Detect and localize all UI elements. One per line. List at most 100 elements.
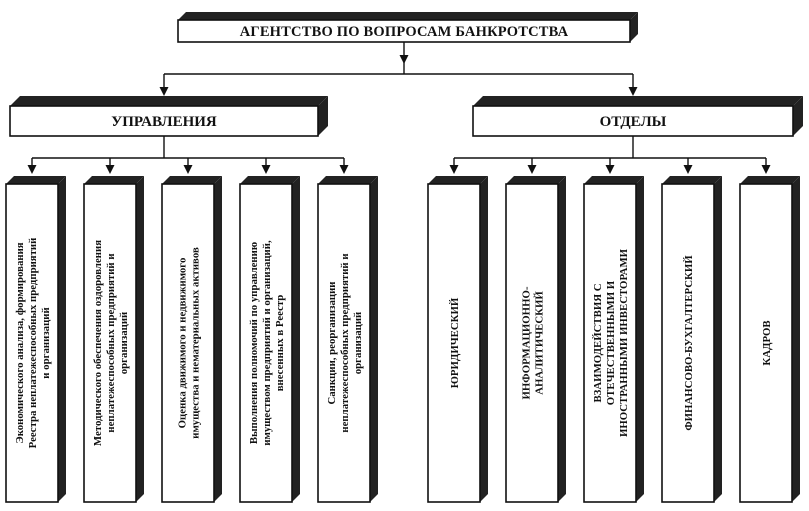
group-1-child-box-1-side-face <box>58 176 66 502</box>
group-1-child-4-line-3: внесенных в Реестр <box>274 295 286 392</box>
group-2-child-box-4-side-face <box>714 176 722 502</box>
group-label-2: ОТДЕЛЫ <box>600 114 667 130</box>
group-1-child-1-line-3: и организаций <box>40 307 52 378</box>
group-2-child-label-2: ИНФОРМАЦИОННО-АНАЛИТИЧЕСКИЙ <box>521 286 546 399</box>
group-1-child-3-line-2: имущества и нематериальных активов <box>190 247 202 439</box>
group-2-child-label-4: ФИНАНСОВО-БУХГАЛТЕРСКИЙ <box>683 255 695 431</box>
group-1-child-box-5-top-face <box>318 176 378 184</box>
group-1-child-box-5-side-face <box>370 176 378 502</box>
group-2-child-label-5: КАДРОВ <box>761 320 773 365</box>
group-2-child-box-2: ИНФОРМАЦИОННО-АНАЛИТИЧЕСКИЙ <box>505 176 566 503</box>
group-1-child-box-4: Выполнения полномочий по управлениюимуще… <box>239 176 300 503</box>
group-2-child-box-1: ЮРИДИЧЕСКИЙ <box>427 176 488 503</box>
group-2-child-box-2-side-face <box>558 176 566 502</box>
group-box-1-side-face <box>318 96 328 136</box>
group-1-child-box-3-top-face <box>162 176 222 184</box>
root-box-top-face <box>178 12 638 20</box>
group-1-child-box-1: Экономического анализа, формированияРеес… <box>5 176 66 503</box>
group-1-child-label-4: Выполнения полномочий по управлениюимуще… <box>248 240 286 446</box>
group-1-child-box-1-front <box>5 183 59 503</box>
group-2-child-box-4-top-face <box>662 176 722 184</box>
group-1-child-2-arrow <box>105 165 115 174</box>
group-1-child-box-2-top-face <box>84 176 144 184</box>
group-1-child-4-line-2: имуществом предприятий и организаций, <box>261 240 273 446</box>
group-1-child-box-5: Санкции, реорганизациинеплатежеспособных… <box>317 176 378 503</box>
group-box-2-front <box>472 105 794 137</box>
group-2-child-box-3-front <box>583 183 637 503</box>
group-2-child-box-5-side-face <box>792 176 800 502</box>
group-1-child-4-arrow <box>261 165 271 174</box>
group-1-child-label-2: Методического обеспечения оздоровленияне… <box>92 240 130 446</box>
group-2-child-box-1-top-face <box>428 176 488 184</box>
group-2-child-1-line-1: ЮРИДИЧЕСКИЙ <box>449 297 461 388</box>
group-1-child-4-line-1: Выполнения полномочий по управлению <box>248 242 260 444</box>
group-1-child-3-arrow <box>183 165 193 174</box>
group-box-2-side-face <box>793 96 803 136</box>
group-1-child-2-line-2: неплатежеспособных предприятий и <box>105 253 117 432</box>
group-box-1-top-face <box>10 96 328 106</box>
group-2-child-box-1-front <box>427 183 481 503</box>
group-2-child-box-2-front <box>505 183 559 503</box>
group-1-child-1-line-2: Реестра неплатежеспособных предприятий <box>27 238 39 449</box>
group-2-child-box-3-side-face <box>636 176 644 502</box>
group-2-child-box-1-side-face <box>480 176 488 502</box>
group-1-child-box-4-top-face <box>240 176 300 184</box>
root-stem-arrow <box>399 55 409 64</box>
group-2-child-box-3: ВЗАИМОДЕЙСТВИЯ СОТЕЧЕСТВЕННЫМИ ИИНОСТРАН… <box>583 176 644 503</box>
root-box: АГЕНТСТВО ПО ВОПРОСАМ БАНКРОТСТВА <box>177 12 638 43</box>
group-2-child-box-3-top-face <box>584 176 644 184</box>
group-2-child-3-line-1: ВЗАИМОДЕЙСТВИЯ С <box>592 283 604 402</box>
group-2-child-3-line-2: ОТЕЧЕСТВЕННЫМИ И <box>605 280 617 405</box>
group-1-child-box-4-front <box>239 183 293 503</box>
group-2-stem-arrow <box>628 87 638 96</box>
group-2-child-2-arrow <box>527 165 537 174</box>
group-2-child-label-3: ВЗАИМОДЕЙСТВИЯ СОТЕЧЕСТВЕННЫМИ ИИНОСТРАН… <box>592 248 630 437</box>
group-2-child-1-arrow <box>449 165 459 174</box>
group-1-child-2-line-1: Методического обеспечения оздоровления <box>92 240 104 446</box>
group-1-child-5-line-1: Санкции, реорганизации <box>326 281 338 404</box>
group-2-child-label-1: ЮРИДИЧЕСКИЙ <box>449 297 461 388</box>
root-label: АГЕНТСТВО ПО ВОПРОСАМ БАНКРОТСТВА <box>240 24 569 40</box>
group-1-child-2-line-3: организаций <box>118 312 130 375</box>
group-2-child-4-arrow <box>683 165 693 174</box>
group-1-child-label-1: Экономического анализа, формированияРеес… <box>14 238 52 449</box>
group-box-1: УПРАВЛЕНИЯ <box>9 96 328 137</box>
group-2-child-3-arrow <box>605 165 615 174</box>
group-1-child-box-3-front <box>161 183 215 503</box>
root-box-front <box>177 19 631 43</box>
group-1-child-1-arrow <box>27 165 37 174</box>
group-1-child-box-3-side-face <box>214 176 222 502</box>
group-1-child-box-3: Оценка движимого и недвижимогоимущества … <box>161 176 222 503</box>
group-1-child-box-2-side-face <box>136 176 144 502</box>
group-box-2-top-face <box>473 96 803 106</box>
group-2-child-2-line-1: ИНФОРМАЦИОННО- <box>521 286 533 399</box>
group-1-child-box-5-front <box>317 183 371 503</box>
group-2-child-box-4-front <box>661 183 715 503</box>
group-2-child-box-2-top-face <box>506 176 566 184</box>
boxes: АГЕНТСТВО ПО ВОПРОСАМ БАНКРОТСТВА УПРАВЛЕ… <box>5 12 803 503</box>
group-1-child-3-line-1: Оценка движимого и недвижимого <box>177 258 189 429</box>
group-2-child-3-line-3: ИНОСТРАННЫМИ ИНВЕСТОРАМИ <box>618 248 630 437</box>
group-1-child-label-3: Оценка движимого и недвижимогоимущества … <box>177 247 202 439</box>
group-2-child-box-5-top-face <box>740 176 800 184</box>
group-2-child-5-arrow <box>761 165 771 174</box>
group-2-child-5-line-1: КАДРОВ <box>761 320 773 365</box>
group-1-child-5-line-2: неплатежеспособных предприятий и <box>339 253 351 432</box>
group-1-child-box-2: Методического обеспечения оздоровленияне… <box>83 176 144 503</box>
group-2-child-box-5: КАДРОВ <box>739 176 800 503</box>
group-2-child-2-line-2: АНАЛИТИЧЕСКИЙ <box>534 291 546 395</box>
connectors <box>27 42 771 174</box>
group-1-child-1-line-1: Экономического анализа, формирования <box>14 242 26 443</box>
group-box-2: ОТДЕЛЫ <box>472 96 803 137</box>
group-1-child-box-4-side-face <box>292 176 300 502</box>
group-1-child-box-1-top-face <box>6 176 66 184</box>
group-2-child-box-5-front <box>739 183 793 503</box>
root-box-side-face <box>630 12 638 42</box>
group-label-1: УПРАВЛЕНИЯ <box>111 114 217 130</box>
group-2-child-box-4: ФИНАНСОВО-БУХГАЛТЕРСКИЙ <box>661 176 722 503</box>
group-1-child-label-5: Санкции, реорганизациинеплатежеспособных… <box>326 253 364 432</box>
group-box-1-front <box>9 105 319 137</box>
group-2-child-4-line-1: ФИНАНСОВО-БУХГАЛТЕРСКИЙ <box>683 255 695 431</box>
group-1-child-5-arrow <box>339 165 349 174</box>
